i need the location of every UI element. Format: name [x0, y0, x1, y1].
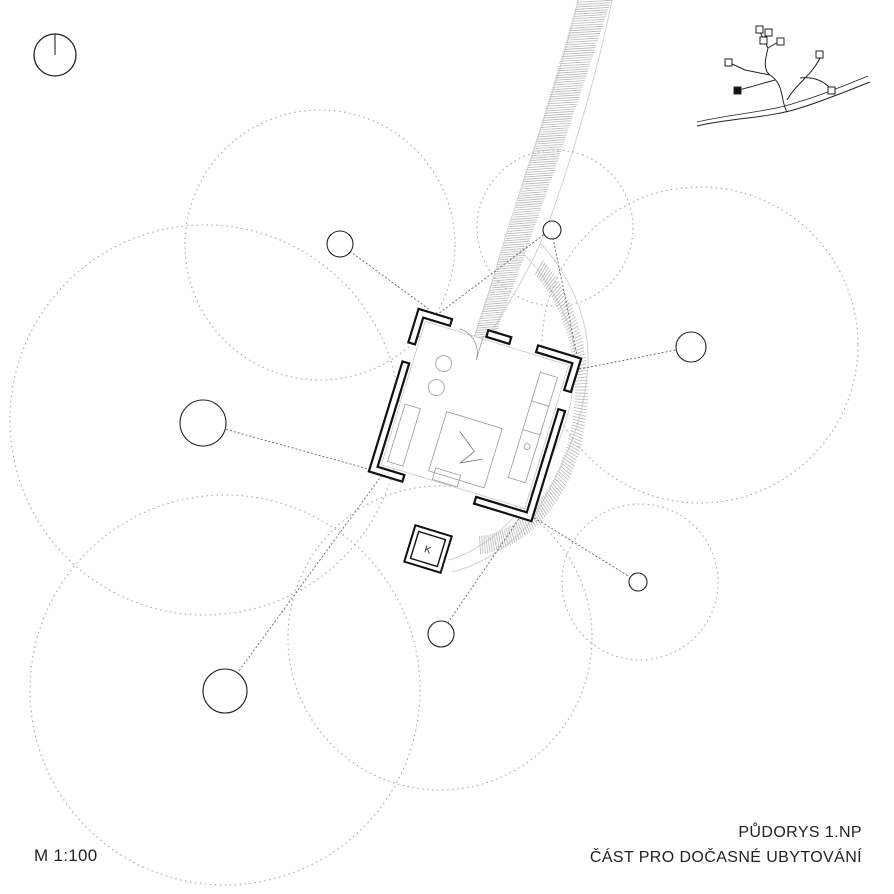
- drawing-subtitle: ČÁST PRO DOČASNÉ UBYTOVÁNÍ: [589, 849, 862, 866]
- tree: [675, 331, 707, 363]
- tree-canopy: [287, 485, 593, 791]
- tree: [427, 620, 455, 648]
- tree-canopy: [184, 109, 456, 381]
- tree: [326, 230, 354, 258]
- title-block: PŮDORYS 1.NP ČÁST PRO DOČASNÉ UBYTOVÁNÍ: [590, 820, 862, 870]
- tree: [628, 572, 648, 592]
- drawing-title: PŮDORYS 1.NP: [738, 824, 862, 841]
- scale-label: M 1:100: [34, 846, 98, 865]
- path: [447, 0, 613, 573]
- house: [367, 307, 583, 523]
- tree-canopy: [541, 186, 859, 504]
- tree-canopies: [9, 109, 859, 886]
- north-arrow-icon: [33, 33, 77, 77]
- stove: K: [403, 524, 453, 574]
- tree: [202, 668, 248, 714]
- tree-canopy: [476, 149, 634, 307]
- tree-links: [202, 229, 692, 691]
- tree-canopy: [29, 494, 421, 886]
- tree: [179, 399, 227, 447]
- tree-canopy: [561, 503, 719, 661]
- site-context-map: [696, 25, 871, 127]
- stove-label: K: [423, 544, 433, 557]
- tree: [542, 220, 562, 240]
- trees: [179, 220, 707, 714]
- bed: [428, 411, 503, 489]
